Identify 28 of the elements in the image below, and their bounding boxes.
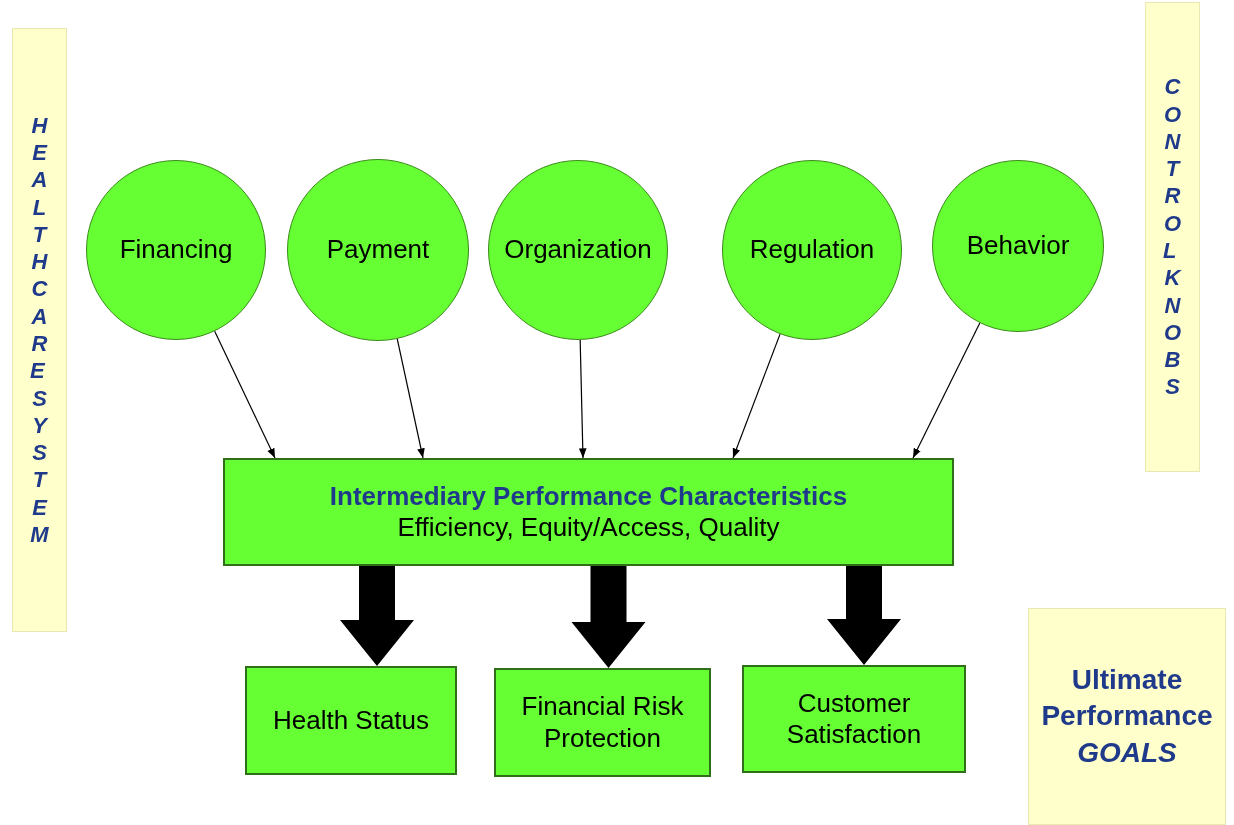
- block-arrow: [827, 566, 901, 665]
- goal-box: [494, 668, 711, 777]
- panel-title: Ultimate Performance GOALS: [1040, 662, 1214, 770]
- goals-panel: [1028, 608, 1226, 825]
- goal-box: [245, 666, 457, 775]
- vertical-title: CONTROL KNOBS: [1163, 73, 1182, 401]
- node-label: Organization: [504, 234, 652, 266]
- characteristics-box: [223, 458, 954, 566]
- side-label-panel: [12, 28, 67, 632]
- side-label-panel: [1145, 2, 1200, 472]
- block-arrow: [571, 566, 646, 668]
- arrow: [214, 330, 276, 459]
- node-label: Financing: [119, 234, 233, 266]
- arrow: [732, 333, 781, 459]
- vertical-title: HEALTHCARE SYSTEM: [30, 111, 49, 549]
- block-arrow: [340, 566, 414, 666]
- node-label: Customer Satisfaction: [785, 687, 923, 751]
- node-label: Behavior: [966, 230, 1070, 262]
- node-label: Health Status: [272, 704, 430, 737]
- box-heading: Intermediary Performance Characteristics: [329, 480, 848, 512]
- node-label: Payment: [326, 234, 430, 266]
- node-label: Financial Risk Protection: [520, 691, 685, 754]
- arrow: [396, 338, 425, 459]
- node-label: Efficiency, Equity/Access, Quality: [397, 512, 780, 544]
- node-label: Regulation: [749, 234, 875, 266]
- arrow: [578, 339, 587, 459]
- goal-box: [742, 665, 966, 773]
- arrow: [912, 322, 981, 459]
